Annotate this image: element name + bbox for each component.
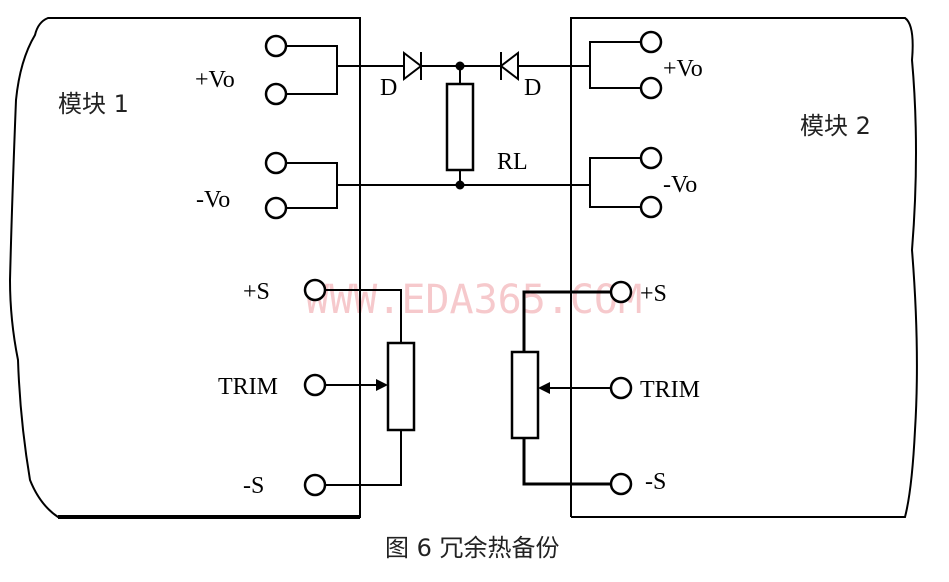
right-plus-vo-label: +Vo [663, 56, 703, 82]
diode-left-label: D [380, 75, 397, 101]
module-1-label: 模块 1 [58, 90, 129, 118]
right-plus-vo-terminal-2 [639, 76, 663, 100]
right-plus-vo-terminal-1 [639, 30, 663, 54]
diode-right-label: D [524, 75, 541, 101]
left-trim-terminal [303, 373, 327, 397]
module-2-label: 模块 2 [800, 112, 871, 140]
left-minus-vo-terminal-1 [264, 151, 288, 175]
left-minus-s-label: -S [243, 473, 264, 499]
right-trim-terminal [609, 376, 633, 400]
right-plus-s-terminal [609, 280, 633, 304]
figure-caption: 图 6 冗余热备份 [385, 534, 560, 562]
diode-right-icon [499, 50, 519, 82]
right-minus-vo-terminal-1 [639, 146, 663, 170]
module-2-outline [570, 17, 918, 518]
diode-left-icon [403, 50, 423, 82]
right-minus-vo-label: -Vo [663, 172, 697, 198]
module-1-outline [8, 17, 361, 518]
right-minus-vo-terminal-2 [639, 195, 663, 219]
left-plus-vo-label: +Vo [195, 67, 235, 93]
left-plus-s-terminal [303, 278, 327, 302]
load-resistor-icon [445, 61, 475, 190]
watermark: WWW.EDA365.COM [305, 277, 642, 323]
right-trim-potentiometer [510, 290, 611, 486]
right-minus-s-label: -S [645, 469, 666, 495]
left-plus-vo-terminal-1 [264, 34, 288, 58]
right-minus-s-terminal [609, 472, 633, 496]
left-trim-label: TRIM [218, 374, 278, 400]
left-trim-potentiometer [325, 289, 416, 486]
left-minus-vo-terminal-2 [264, 196, 288, 220]
left-minus-vo-label: -Vo [196, 187, 230, 213]
load-label: RL [497, 149, 528, 175]
left-minus-s-terminal [303, 473, 327, 497]
right-plus-s-label: +S [640, 281, 667, 307]
left-plus-s-label: +S [243, 279, 270, 305]
right-trim-label: TRIM [640, 377, 700, 403]
left-plus-vo-terminal-2 [264, 82, 288, 106]
